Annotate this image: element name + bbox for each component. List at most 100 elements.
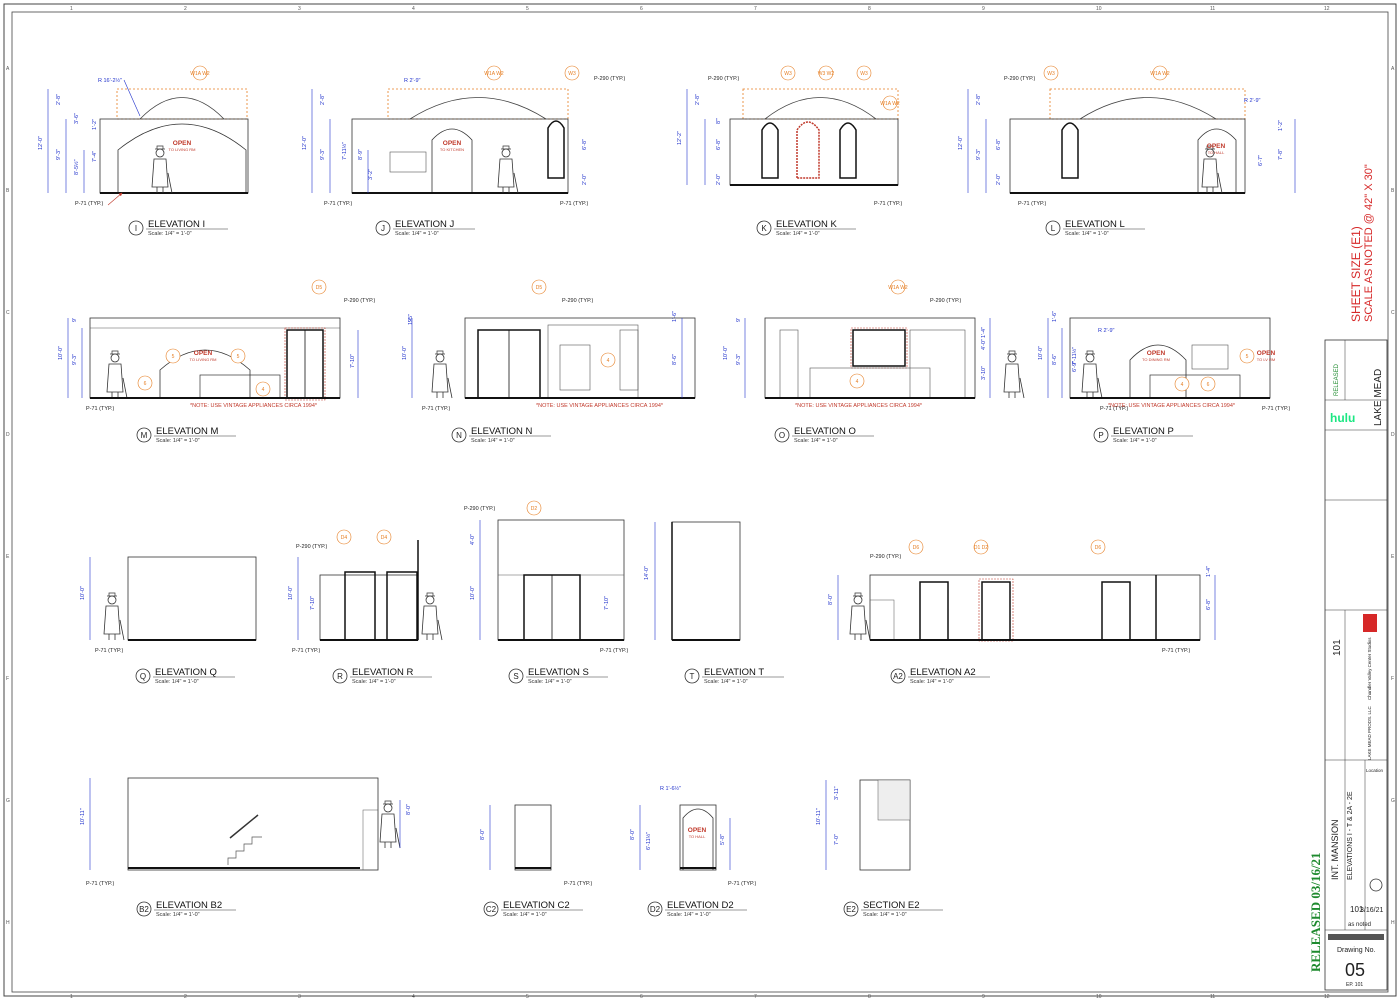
- set-name: INT. MANSION: [1330, 819, 1340, 880]
- dimension-label: 1'-2": [1278, 120, 1284, 131]
- elevation-title: ELEVATION B2: [156, 900, 222, 911]
- grid-letter: G: [6, 798, 10, 804]
- opening-label: OPEN: [1207, 143, 1226, 150]
- grid-letter: G: [1391, 798, 1395, 804]
- elevation-r-drawing: [297, 540, 443, 641]
- elevation-marker: [451, 427, 467, 443]
- elevation-scale: Scale: 1/4" = 1'-0": [1065, 231, 1109, 237]
- grid-number: 4: [412, 6, 415, 12]
- finish-tag: [531, 279, 547, 295]
- finish-tag-label: W1A W2: [190, 71, 210, 77]
- paint-callout: P-290 (TYP.): [296, 544, 328, 550]
- opening-sublabel: TO HALL: [689, 834, 706, 839]
- finish-tag-label: W3: [860, 71, 868, 77]
- paint-callout: P-71 (TYP.): [86, 881, 114, 887]
- finish-tag: [849, 373, 865, 389]
- grid-number: 4: [412, 994, 415, 1000]
- paint-callout: P-290 (TYP.): [1004, 76, 1036, 82]
- dimension-label: 6'-8": [1206, 599, 1212, 610]
- elevation-marker: [684, 668, 700, 684]
- dimension-label: 7'-0": [834, 834, 840, 845]
- dimension-label: 2'-8": [320, 94, 326, 105]
- elevation-scale: Scale: 1/4" = 1'-0": [156, 438, 200, 444]
- elevation-marker: [136, 901, 152, 917]
- opening-sublabel: TO DINING RM: [1142, 357, 1170, 362]
- finish-tag-label: 6: [144, 381, 147, 387]
- elevation-c2-drawing: [489, 804, 552, 871]
- dimension-label: 9'-3": [976, 149, 982, 160]
- elevation-marker: [756, 220, 772, 236]
- paint-callout: P-71 (TYP.): [95, 648, 123, 654]
- finish-tag-label: D4: [341, 535, 348, 541]
- grid-number: 8: [868, 994, 871, 1000]
- dimension-label: 1'-4": [981, 327, 987, 338]
- grid-number: 11: [1210, 994, 1215, 1000]
- dimension-label: 6'-8": [582, 139, 588, 150]
- show-title: LAKE MEAD: [1373, 369, 1384, 426]
- stage-number-small: 101: [1350, 905, 1364, 914]
- elevation-title: ELEVATION S: [528, 667, 589, 678]
- opening-label: OPEN: [1257, 350, 1276, 357]
- finish-tag: [230, 348, 246, 364]
- grid-number: 10: [1096, 994, 1102, 1000]
- finish-tag: [336, 529, 352, 545]
- finish-tag: [376, 529, 392, 545]
- elevation-marker: [136, 427, 152, 443]
- elevation-marker-label: T: [690, 672, 695, 681]
- dimension-label: 10'-0": [288, 586, 294, 600]
- paint-callout: P-290 (TYP.): [930, 298, 962, 304]
- elevation-title: ELEVATION M: [156, 426, 219, 437]
- dimension-label: 14'-0": [644, 566, 650, 580]
- paint-callout: P-290 (TYP.): [464, 506, 496, 512]
- finish-tag-label: W1A W2: [484, 71, 504, 77]
- paint-callout: P-71 (TYP.): [728, 881, 756, 887]
- paint-callout: P-71 (TYP.): [1162, 648, 1190, 654]
- grid-letter: D: [1391, 432, 1395, 438]
- elevation-scale: Scale: 1/4" = 1'-0": [395, 231, 439, 237]
- finish-tag-label: W1A W2: [1150, 71, 1170, 77]
- finish-tag: [1043, 65, 1059, 81]
- paint-callout: P-290 (TYP.): [870, 554, 902, 560]
- studio-name: Chandler Valley Center Studios: [1367, 637, 1372, 700]
- grid-number: 1: [70, 6, 73, 12]
- radius-callout: R 16'-2½": [98, 77, 122, 84]
- elevation-p-drawing: [1047, 317, 1271, 399]
- finish-tag: [486, 65, 502, 81]
- elevation-marker-label: E2: [846, 905, 856, 914]
- elevation-scale: Scale: 1/4" = 1'-0": [352, 679, 396, 685]
- grid-number: 3: [298, 6, 301, 12]
- elevation-marker: [128, 220, 144, 236]
- grid-number: 11: [1210, 6, 1215, 12]
- opening-sublabel: TO LIVING RM: [168, 147, 195, 152]
- elevation-marker-label: A2: [893, 672, 903, 681]
- opening-label: OPEN: [443, 140, 462, 147]
- paint-callout: P-71 (TYP.): [75, 201, 103, 207]
- elevation-scale: Scale: 1/4" = 1'-0": [910, 679, 954, 685]
- elevation-title: SECTION E2: [863, 900, 920, 911]
- grid-letter: C: [6, 310, 10, 316]
- dimension-label: 5'-8": [720, 834, 726, 845]
- dimension-label: 8'-9": [358, 149, 364, 160]
- elevation-title: ELEVATION J: [395, 219, 455, 230]
- opening-label: OPEN: [1147, 350, 1166, 357]
- radius-callout: R 1'-6½": [660, 785, 681, 792]
- dimension-label: 1'-6": [1052, 311, 1058, 322]
- dimension-label: 2'-8": [56, 94, 62, 105]
- section-e2-drawing: [825, 779, 911, 871]
- grid-number: 6: [640, 6, 643, 12]
- grid-letter: B: [1391, 188, 1395, 194]
- dimension-label: 9': [408, 318, 414, 322]
- finish-tag-label: 5: [172, 354, 175, 360]
- finish-tag: [600, 352, 616, 368]
- paint-callout: P-71 (TYP.): [560, 201, 588, 207]
- scale-value: as noted: [1348, 922, 1371, 928]
- dimension-label: 8'-0": [480, 829, 486, 840]
- dimension-label: 10'-11": [816, 808, 822, 825]
- dimension-label: 8'-5½": [73, 159, 80, 175]
- appliance-note: *NOTE: USE VINTAGE APPLIANCES CIRCA 1994…: [190, 403, 318, 409]
